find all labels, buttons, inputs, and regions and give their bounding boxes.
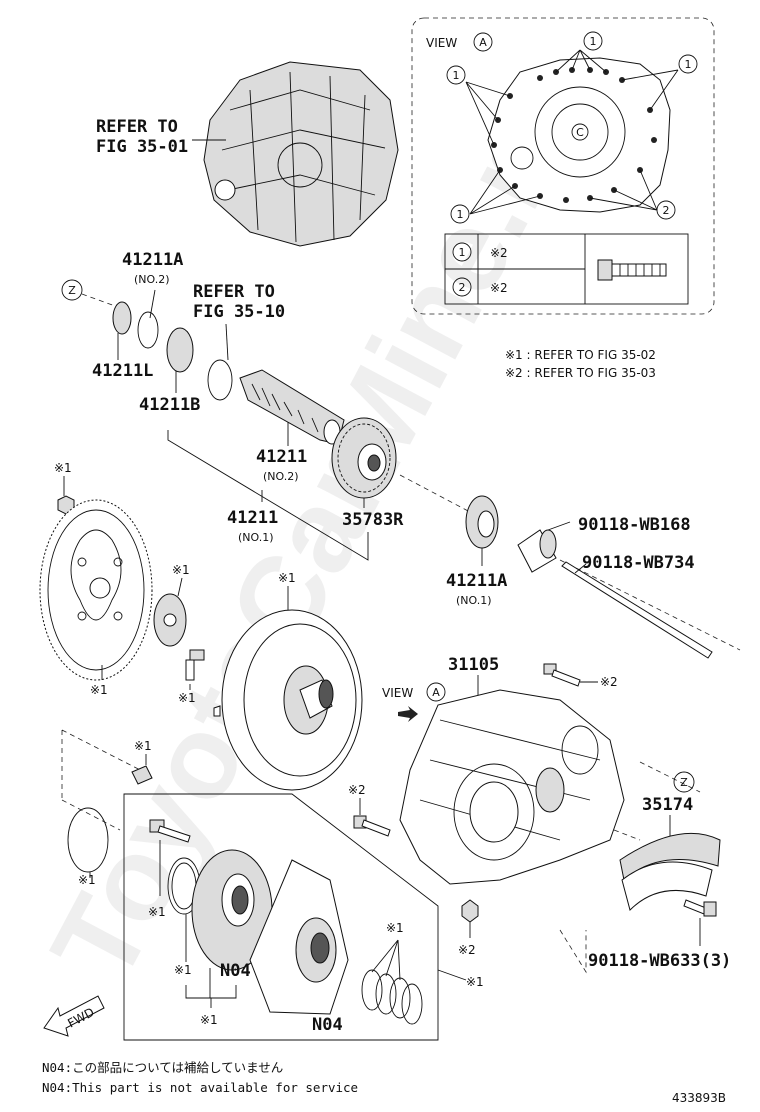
thrust-washer-41211L — [112, 301, 132, 335]
pump-cover — [191, 849, 273, 971]
mark-1-spacer: ※1 — [172, 563, 190, 577]
part-41211-no2: 41211 — [256, 447, 307, 467]
snap-ring-41211A-no2 — [137, 311, 159, 349]
part-41211-no1-sub: (NO.1) — [238, 531, 274, 544]
group-bracket-41211-no1 — [167, 430, 369, 561]
mark-2-nut: ※2 — [458, 943, 476, 957]
refer-fig-35-10-line2: FIG 35-10 — [193, 302, 285, 322]
part-35174: 35174 — [642, 795, 693, 815]
part-90118-WB734: 90118-WB734 — [582, 553, 695, 573]
mark-1-bolt: ※1 — [178, 691, 196, 705]
part-N04-b: N04 — [312, 1015, 343, 1035]
pump-body — [249, 859, 349, 1015]
refer-fig-35-10-line1: REFER TO — [193, 282, 275, 302]
view-arrow-icon — [398, 706, 418, 722]
reference-note-2: ※2 : REFER TO FIG 35-03 — [505, 366, 656, 380]
view-a-inset-title: VIEW — [426, 36, 457, 50]
part-90118-WB168: 90118-WB168 — [578, 515, 691, 535]
drive-gear-35783R — [331, 417, 397, 499]
footer-note-jp: N04:この部品については補給していません — [42, 1060, 283, 1075]
torque-converter — [221, 609, 363, 791]
fwd-label: FWD — [65, 1005, 96, 1031]
view-a-pointer-label: VIEW — [382, 686, 413, 700]
transaxle-assembly-illustration — [203, 61, 399, 247]
diagram-code: 433893B — [672, 1091, 726, 1105]
svg-text:C: C — [576, 126, 584, 139]
housing-bolt-top — [543, 663, 581, 687]
refer-fig-35-01-line1: REFER TO — [96, 117, 178, 137]
mark-1-bolt-b: ※1 — [134, 739, 152, 753]
bushing-90118-WB168 — [517, 529, 557, 573]
table-row-1-num: 1 — [459, 246, 466, 259]
pump-bolt — [149, 819, 191, 843]
transaxle-case-outline — [487, 57, 671, 213]
callout-1-right: 1 — [685, 58, 692, 71]
footer-note-en: N04:This part is not available for servi… — [42, 1080, 358, 1095]
view-a-pointer-letter: A — [432, 686, 440, 699]
z-marker-top: Z — [68, 284, 76, 297]
table-row-2-mark: ※2 — [490, 281, 508, 295]
callout-1-left: 1 — [453, 69, 460, 82]
reference-note-1: ※1 : REFER TO FIG 35-02 — [505, 348, 656, 362]
drive-plate — [39, 499, 153, 681]
callout-2: 2 — [663, 204, 670, 217]
bolt-small-icon — [131, 765, 153, 785]
part-41211A-no2: 41211A — [122, 250, 183, 270]
case-bore — [534, 86, 626, 178]
mark-1-pump-box: ※1 — [466, 975, 484, 989]
bolt-drive-plate — [185, 649, 205, 681]
part-41211A-no2-sub: (NO.2) — [134, 273, 170, 286]
part-41211-no2-sub: (NO.2) — [263, 470, 299, 483]
part-41211A-no1-sub: (NO.1) — [456, 594, 492, 607]
mark-1-pump-o-ring: ※1 — [174, 963, 192, 977]
seal-rings — [361, 969, 423, 1025]
part-41211-no1: 41211 — [227, 508, 278, 528]
mark-1-pump-bolt: ※1 — [148, 905, 166, 919]
table-row-2-num: 2 — [459, 281, 466, 294]
part-41211A-no1: 41211A — [446, 571, 507, 591]
mark-1-torque-converter: ※1 — [278, 571, 296, 585]
oil-pump-detail-box: ※1 ※1 N04 ※1 N04 ※1 — [123, 793, 439, 1041]
flange-bolt-icon — [597, 259, 667, 281]
fwd-arrow-icon: FWD — [43, 995, 105, 1037]
part-41211L: 41211L — [92, 361, 153, 381]
mark-1-seal-rings: ※1 — [386, 921, 404, 935]
o-ring-seal — [67, 807, 109, 873]
mark-2-left-bolt: ※2 — [348, 783, 366, 797]
table-row-1-mark: ※2 — [490, 246, 508, 260]
part-35783R: 35783R — [342, 510, 404, 530]
part-N04-a: N04 — [220, 961, 251, 981]
pin-90118-WB734 — [561, 561, 713, 659]
mark-1-drive-plate: ※1 — [90, 683, 108, 697]
housing-nut-icon — [461, 899, 479, 923]
z-marker-right: Z — [680, 776, 688, 789]
callout-1-bottom: 1 — [457, 208, 464, 221]
bearing-race-41211A-no1 — [465, 495, 499, 549]
view-a-inset: VIEW A C 1 1 1 — [411, 17, 715, 315]
bolt-90118-WB633 — [683, 899, 717, 917]
mark-1-nut: ※1 — [54, 461, 72, 475]
callout-1-top: 1 — [590, 35, 597, 48]
mark-2-housing-bolt: ※2 — [600, 675, 618, 689]
part-31105: 31105 — [448, 655, 499, 675]
bolt-table: 1 ※2 2 ※2 — [444, 233, 689, 305]
oil-deflector-35174 — [619, 832, 721, 911]
bearing-41211B — [166, 327, 194, 373]
transaxle-housing-31105 — [399, 689, 625, 885]
part-41211B: 41211B — [139, 395, 200, 415]
mark-1-o-ring: ※1 — [78, 873, 96, 887]
mark-1-pump-group: ※1 — [200, 1013, 218, 1027]
housing-bolt-left — [353, 815, 391, 837]
snap-ring — [207, 359, 233, 401]
view-a-inset-letter: A — [479, 36, 487, 49]
part-90118-WB633: 90118-WB633(3) — [588, 951, 731, 971]
refer-fig-35-01-line2: FIG 35-01 — [96, 137, 188, 157]
